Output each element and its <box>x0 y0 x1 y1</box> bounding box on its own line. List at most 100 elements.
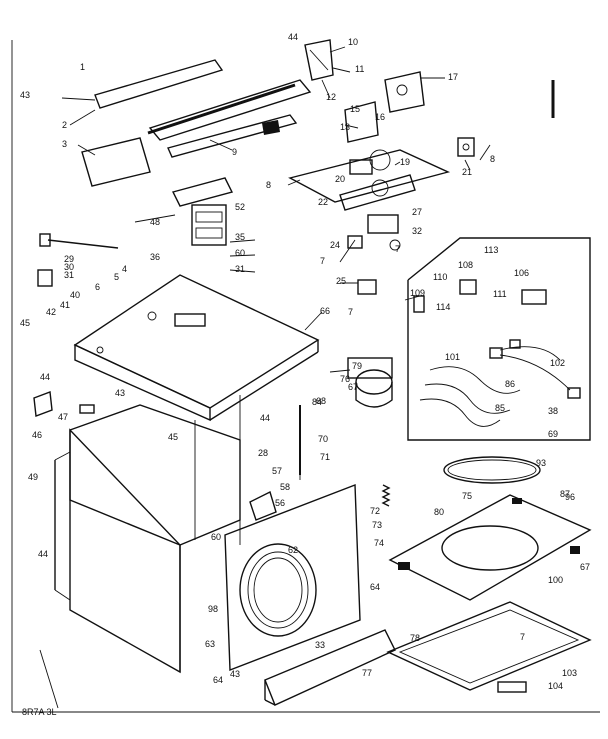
callout-c15: 15 <box>350 104 360 114</box>
callout-c25: 25 <box>336 276 346 286</box>
callout-c9: 9 <box>232 147 237 157</box>
callout-c109: 109 <box>410 288 425 298</box>
callout-c1: 1 <box>80 62 85 72</box>
lid-seal-93 <box>443 456 541 484</box>
switch-plate-49 <box>171 177 234 207</box>
callout-c45b: 45 <box>168 432 178 442</box>
callout-c2: 2 <box>62 120 67 130</box>
callout-c56: 56 <box>275 498 285 508</box>
callout-c47: 47 <box>58 412 68 422</box>
callout-c8a: 8 <box>266 180 271 190</box>
callout-c36: 36 <box>150 252 160 262</box>
callout-c29: 29 <box>64 254 74 264</box>
callout-c32: 32 <box>412 226 422 236</box>
callout-c106: 106 <box>514 268 529 278</box>
callout-c100: 100 <box>548 575 563 585</box>
top-panel-66 <box>73 274 320 422</box>
callout-c108: 108 <box>458 260 473 270</box>
callout-c58: 58 <box>280 482 290 492</box>
callout-c76: 76 <box>340 374 350 384</box>
callout-c43c: 43 <box>230 669 240 679</box>
callout-c33: 33 <box>315 640 325 650</box>
spring-72 <box>381 484 391 507</box>
callout-c86: 86 <box>505 379 515 389</box>
callout-c77: 77 <box>362 668 372 678</box>
lid-seal-inner <box>447 459 537 481</box>
callout-c4: 4 <box>122 264 127 274</box>
callout-c45a: 45 <box>20 318 30 328</box>
timer-module-52 <box>191 204 227 246</box>
control-mounting-plates <box>344 71 425 143</box>
callout-c114: 114 <box>436 302 450 312</box>
callout-c103: 103 <box>562 668 577 678</box>
leader-lines <box>61 46 491 373</box>
motor-78 <box>347 357 393 408</box>
callout-c30: 30 <box>64 262 74 272</box>
callout-c8b: 8 <box>490 154 495 164</box>
callout-c93: 93 <box>536 458 546 468</box>
callout-c12: 12 <box>326 92 336 102</box>
callout-c70: 70 <box>318 434 328 444</box>
callout-c7d: 7 <box>520 632 525 642</box>
leader-bottom-left <box>39 649 59 709</box>
top-rear-trim-strips <box>81 59 312 187</box>
toe-kick-panel-77 <box>264 629 396 706</box>
callout-c41: 41 <box>60 300 70 310</box>
console-assembly <box>288 149 451 295</box>
callout-c68: 68 <box>316 396 326 406</box>
callout-c67a: 67 <box>348 382 358 392</box>
callout-c111: 111 <box>493 289 507 299</box>
callout-c78: 78 <box>410 633 420 643</box>
callout-c85: 85 <box>495 403 505 413</box>
callout-c113: 113 <box>484 245 498 255</box>
callout-c46: 46 <box>32 430 42 440</box>
callout-c7a: 7 <box>395 244 400 254</box>
callout-c7b: 7 <box>320 256 325 266</box>
lid-frame-103 <box>386 601 592 693</box>
clip-47 <box>79 404 95 414</box>
callout-c6: 6 <box>95 282 100 292</box>
callout-c62: 62 <box>288 545 298 555</box>
hinge-bracket-group <box>304 39 334 81</box>
callout-c40: 40 <box>70 290 80 300</box>
callout-c38: 38 <box>548 406 558 416</box>
callout-c80: 80 <box>434 507 444 517</box>
callout-c43a: 43 <box>20 90 30 100</box>
callout-c104: 104 <box>548 681 563 691</box>
callout-c22: 22 <box>318 197 328 207</box>
callout-c72: 72 <box>370 506 380 516</box>
callout-c66: 66 <box>320 306 330 316</box>
callout-c42: 42 <box>46 307 56 317</box>
callout-c60a: 60 <box>235 248 245 258</box>
callout-c110: 110 <box>433 272 447 282</box>
callout-c13: 13 <box>340 122 350 132</box>
callout-c7c: 7 <box>348 307 353 317</box>
callout-c69: 69 <box>548 429 558 439</box>
callout-c52: 52 <box>235 202 245 212</box>
callout-c44a: 44 <box>288 32 298 42</box>
callout-c31a: 31 <box>64 270 74 280</box>
callout-c3: 3 <box>62 139 67 149</box>
callout-c31b: 31 <box>235 264 245 274</box>
lid-assembly-75 <box>388 494 592 601</box>
callout-c67b: 67 <box>580 562 590 572</box>
cabinet-body-45 <box>54 395 301 674</box>
footer-code: 8R7A 3L <box>22 707 57 717</box>
callout-c73: 73 <box>372 520 382 530</box>
callout-c74: 74 <box>374 538 384 548</box>
callout-c20: 20 <box>335 174 345 184</box>
callout-c17: 17 <box>448 72 458 82</box>
callout-c44d: 44 <box>38 549 48 559</box>
callout-c102: 102 <box>550 358 565 368</box>
callout-c57: 57 <box>272 466 282 476</box>
callout-c49: 49 <box>28 472 38 482</box>
callout-c87: 87 <box>560 489 570 499</box>
callout-c35: 35 <box>235 232 245 242</box>
callout-c44c: 44 <box>260 413 270 423</box>
callout-c27: 27 <box>412 207 422 217</box>
callout-c5: 5 <box>114 272 119 282</box>
callout-c101: 101 <box>445 352 460 362</box>
wiring-harness-inset <box>407 237 591 441</box>
